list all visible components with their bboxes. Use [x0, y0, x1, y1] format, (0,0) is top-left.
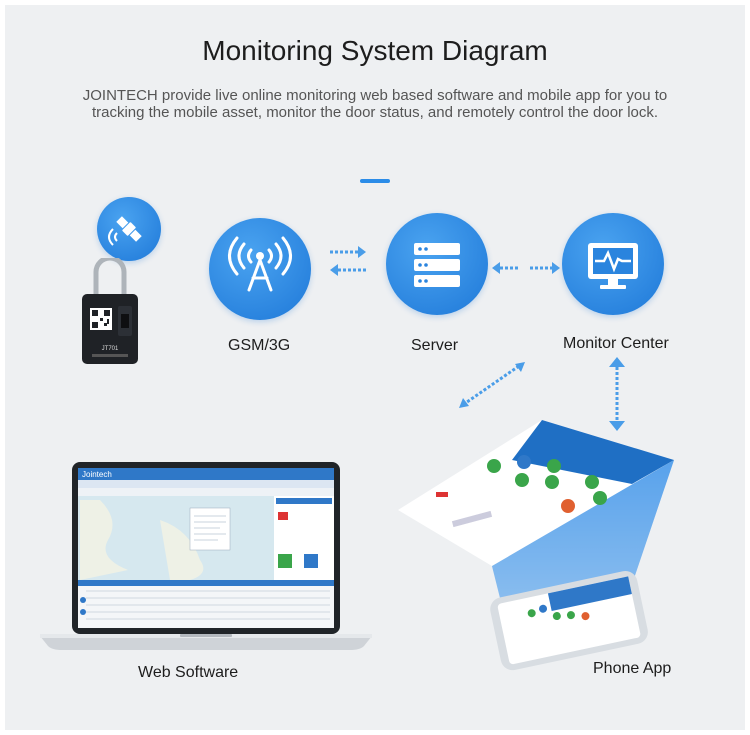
satellite-icon	[97, 197, 161, 261]
server-node	[386, 213, 488, 315]
server-web-arrow	[459, 362, 525, 408]
antenna-icon	[228, 236, 292, 292]
server-icon	[414, 243, 460, 287]
smart-padlock-device: JT701	[80, 255, 140, 366]
title-divider	[360, 179, 390, 183]
monitor-center-label: Monitor Center	[563, 335, 669, 352]
monitor-phone-arrow	[609, 357, 625, 431]
web-software-label: Web Software	[138, 664, 239, 681]
monitor-center-node	[562, 213, 664, 315]
device-model-label: JT701	[102, 346, 119, 352]
phone-app-projection	[398, 420, 674, 671]
monitor-icon	[588, 243, 638, 289]
gsm-label: GSM/3G	[228, 337, 291, 354]
page-title: Monitoring System Diagram	[202, 35, 548, 66]
gsm-server-arrows	[330, 246, 366, 276]
page-description: JOINTECH provide live online monitoring …	[82, 87, 668, 121]
phone-device	[490, 571, 648, 671]
server-monitor-arrows	[492, 262, 560, 274]
phone-app-label: Phone App	[593, 660, 672, 677]
laptop-web-software: Jointech	[40, 462, 372, 650]
laptop-brand-text: Jointech	[82, 470, 112, 479]
gsm-antenna-node	[209, 218, 311, 320]
server-label: Server	[411, 337, 459, 354]
